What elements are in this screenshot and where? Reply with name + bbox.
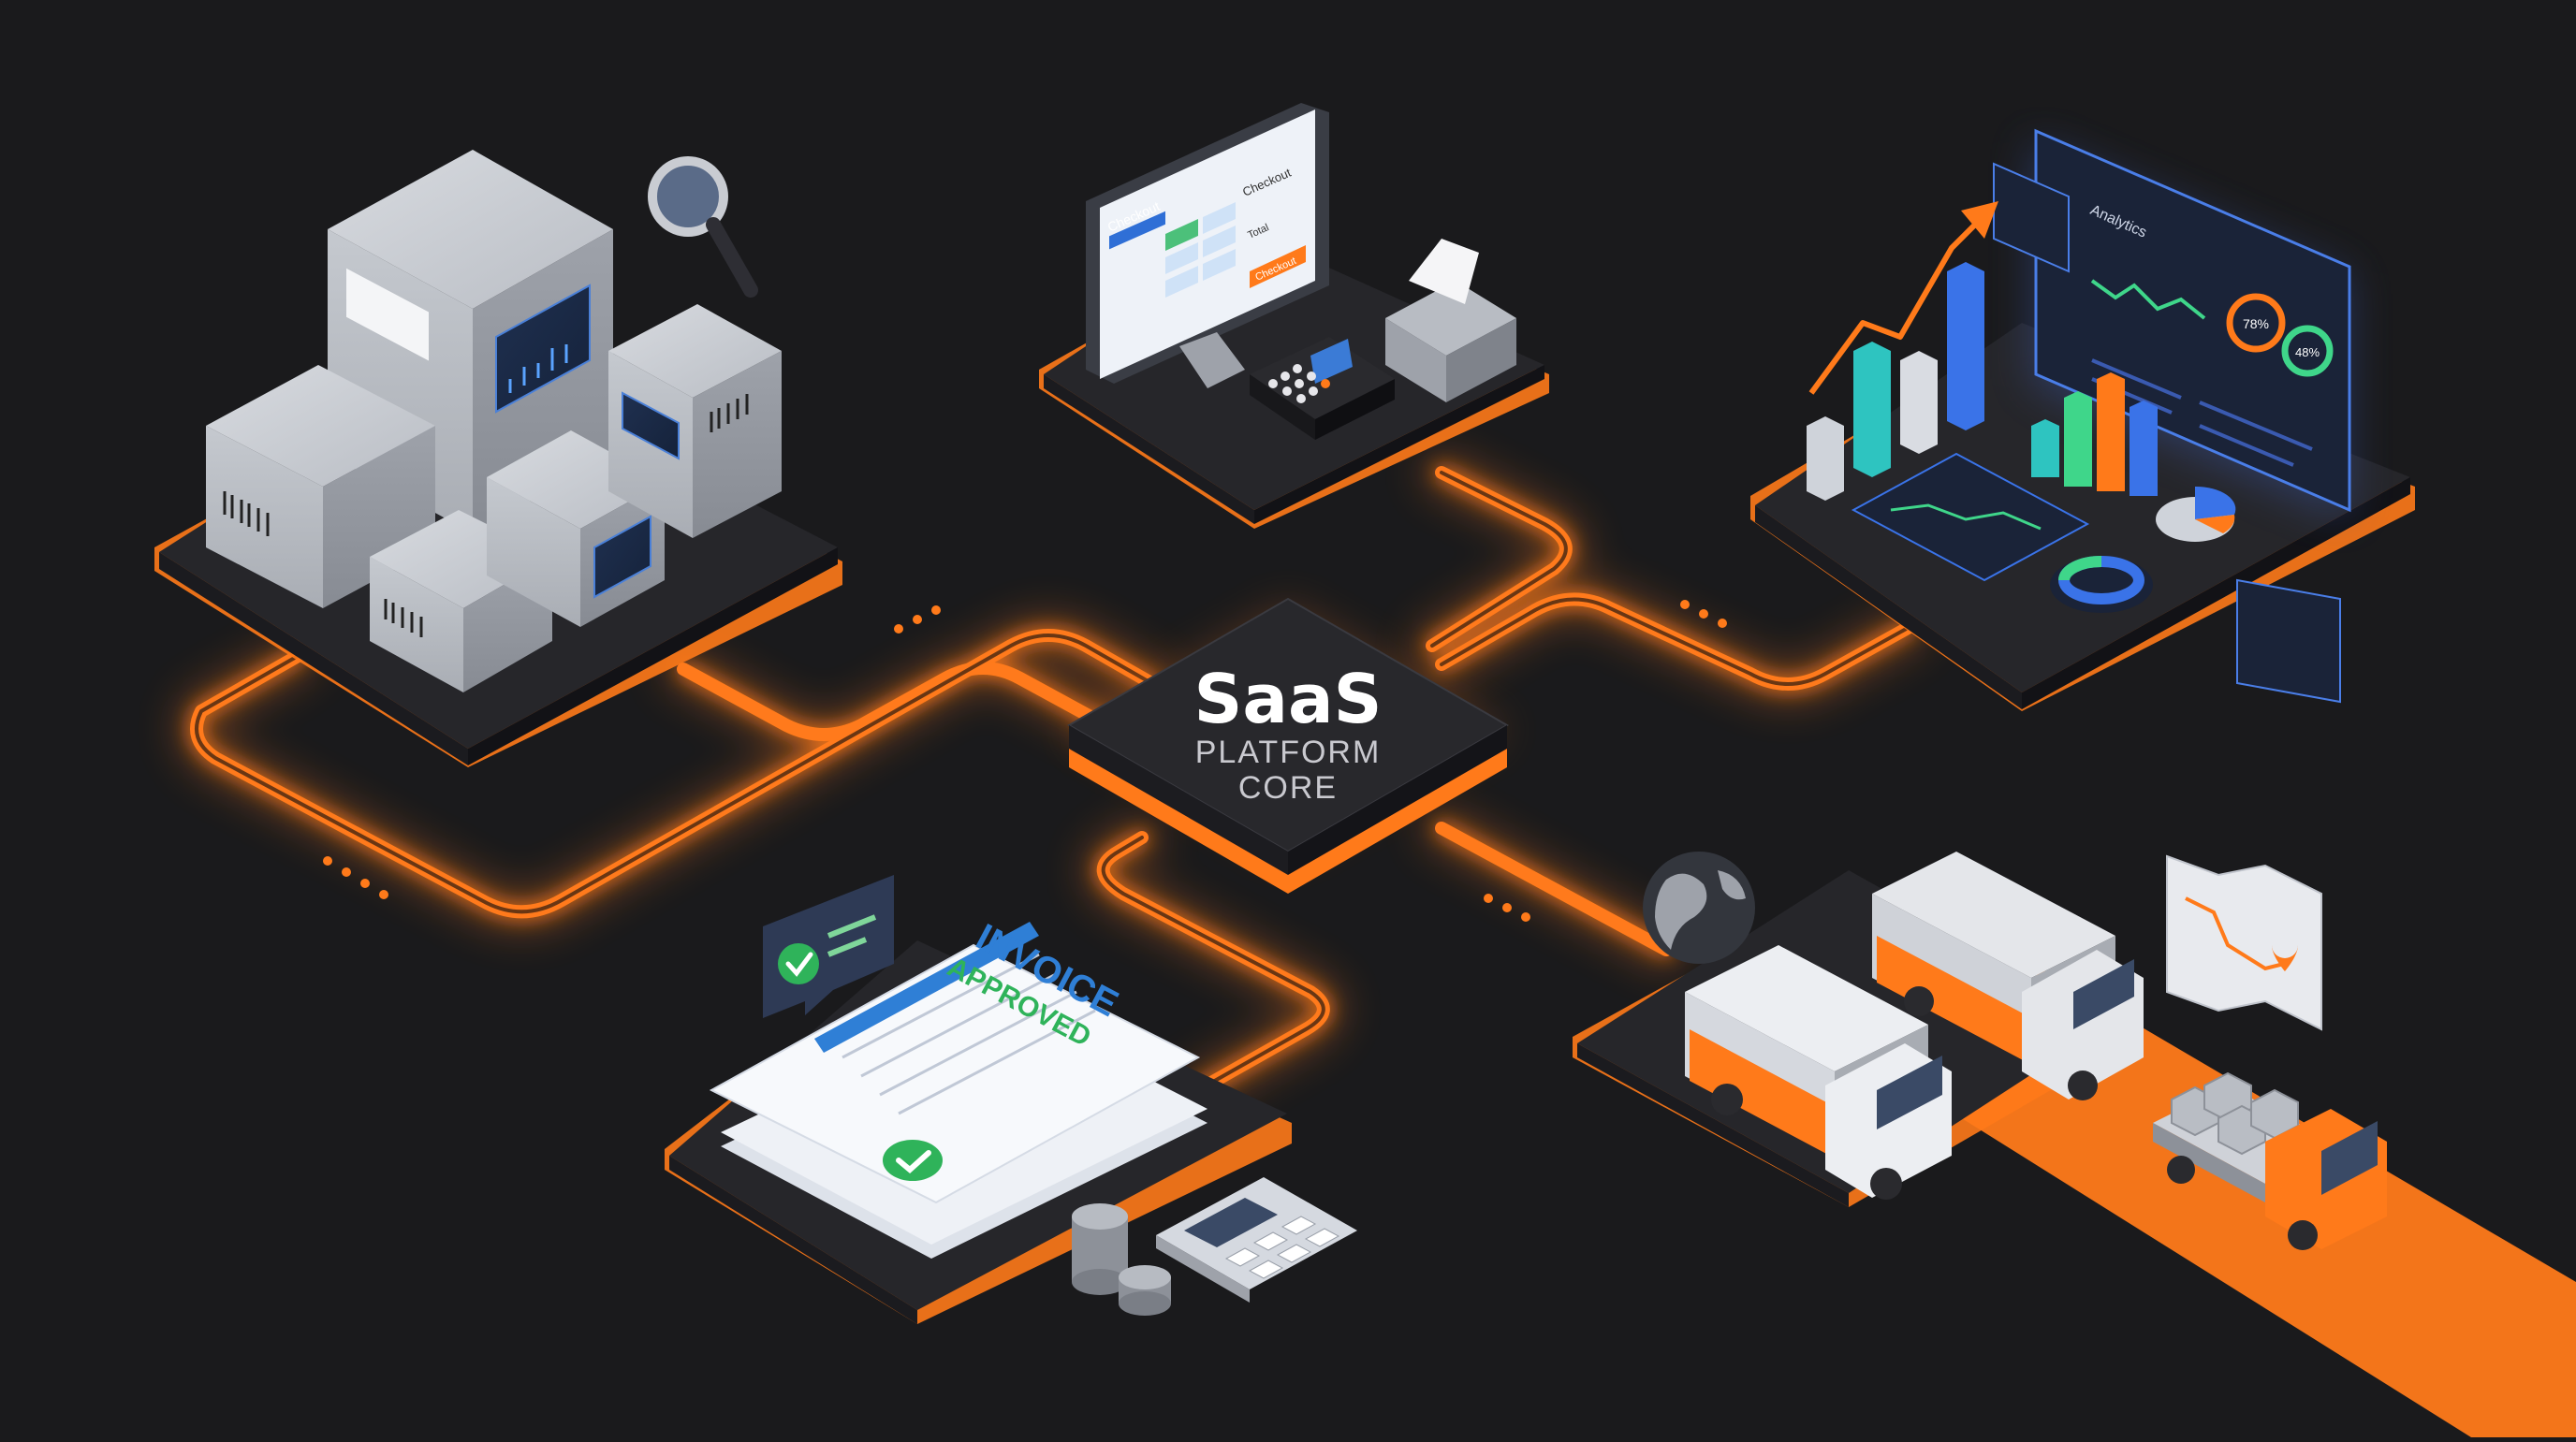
warehouse-node <box>154 150 842 767</box>
warehouse-box-mid <box>487 430 665 627</box>
dashboard-line-chart <box>2090 279 2206 320</box>
cargo-truck-orange <box>2153 1071 2387 1250</box>
logistics-node <box>1573 852 2387 1250</box>
invoice-node: INVOICE APPROVED <box>665 875 1357 1324</box>
invoice-document-stack: INVOICE APPROVED <box>709 916 1208 1259</box>
bar-chart-3d <box>1807 201 1998 501</box>
delivery-truck-rear <box>1872 852 2144 1100</box>
bar-chart-small <box>2031 372 2158 496</box>
floor-line-chart <box>1890 503 2042 531</box>
pie-chart <box>2156 486 2236 542</box>
core-title: SaaS <box>1194 660 1383 738</box>
donut-chart <box>2050 556 2153 613</box>
core-node: SaaS PLATFORM CORE <box>1066 597 1510 894</box>
connector-traces <box>178 454 1928 1109</box>
core-subtitle-line2: CORE <box>1238 770 1338 806</box>
calculator-icon <box>1156 1177 1357 1303</box>
delivery-truck-front <box>1685 945 1952 1200</box>
gauge-a-label: 78% <box>2243 316 2269 331</box>
warehouse-box-right <box>608 304 782 538</box>
receipt-printer <box>1385 239 1516 402</box>
dotted-accents <box>323 600 1727 922</box>
analytics-list-panel <box>2236 578 2341 704</box>
approval-chat-bubble <box>763 875 894 1018</box>
core-subtitle-line1: PLATFORM <box>1195 735 1382 770</box>
pos-checkout-button <box>1250 245 1306 288</box>
approved-check-icon <box>883 1140 943 1181</box>
pos-terminal-screen: Checkout Checkout Total Checkout <box>1086 103 1329 384</box>
magnifier-icon <box>648 156 758 298</box>
card-reader <box>1250 337 1395 440</box>
pos-stand <box>1179 332 1245 388</box>
globe-icon <box>1643 852 1755 964</box>
gauge-b <box>2281 325 2334 377</box>
check-icon <box>778 943 819 984</box>
map-icon <box>2166 854 2322 1031</box>
gauge-a <box>2226 293 2286 353</box>
pos-node: Checkout Checkout Total Checkout <box>1039 103 1549 529</box>
analytics-node: Analytics 78% 48% <box>1750 128 2415 711</box>
gauge-b-label: 48% <box>2295 345 2320 359</box>
coin-stack-icon <box>1072 1203 1171 1316</box>
analytics-dashboard-screen: Analytics 78% 48% <box>2031 128 2351 519</box>
floor-line-chart-panel <box>1851 452 2090 582</box>
